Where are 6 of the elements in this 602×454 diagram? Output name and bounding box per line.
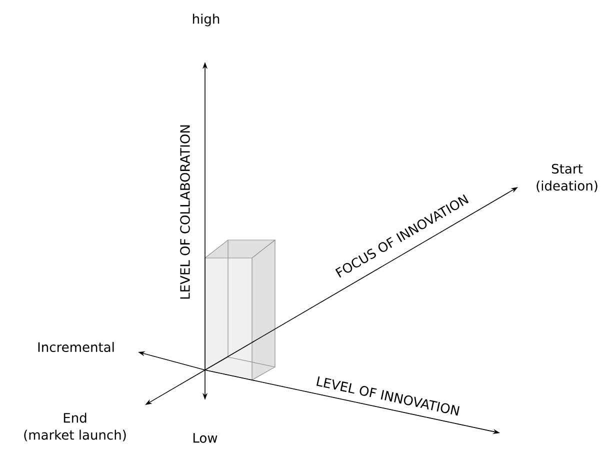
- axis-label: Low: [193, 433, 218, 443]
- axis-title: LEVEL OF COLLABORATION: [180, 125, 190, 299]
- axis-label: Incremental: [38, 342, 114, 352]
- axis-label: Start (ideation): [536, 164, 598, 192]
- axis-label: high: [193, 14, 220, 26]
- axis-label: End (market launch): [24, 412, 126, 442]
